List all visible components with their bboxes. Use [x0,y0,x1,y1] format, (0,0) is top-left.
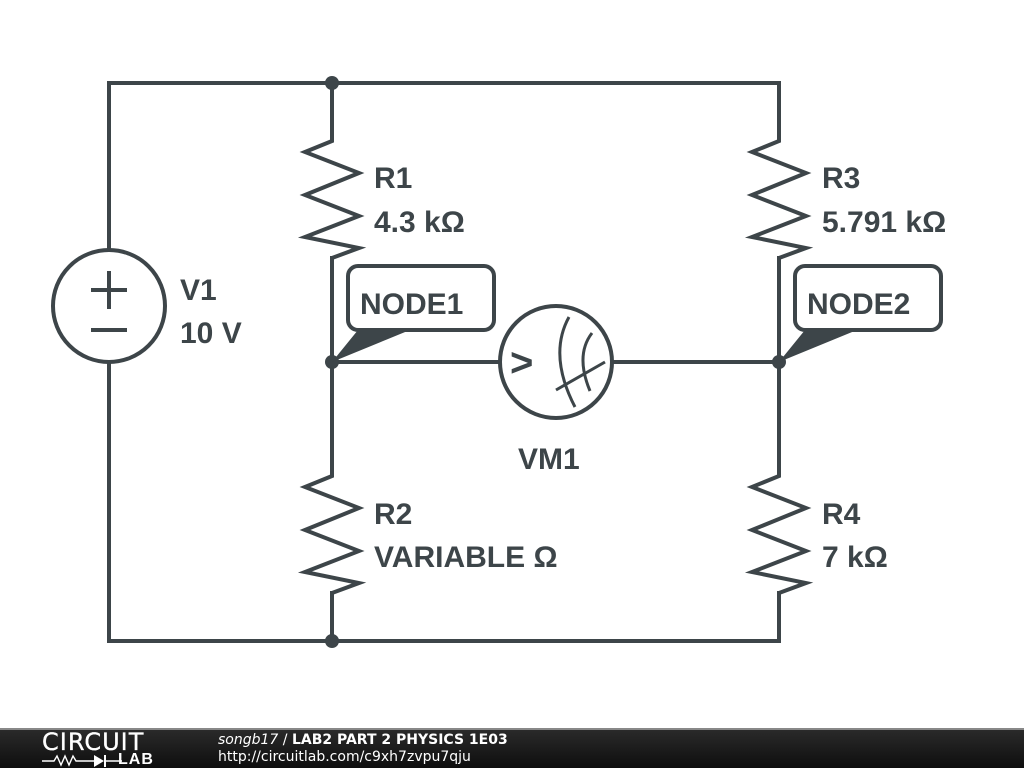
voltage-source-circle [51,248,167,364]
node2-tag-pointer [779,330,857,362]
voltmeter-circle [498,304,614,420]
node-label-node1[interactable]: NODE1 [332,264,496,362]
node1-label-text: NODE1 [360,288,463,321]
node1-tag-pointer [332,330,410,362]
r3-value-label: 5.791 kΩ [822,206,946,239]
footer-info: songb17 / LAB2 PART 2 PHYSICS 1E03 http:… [218,732,508,766]
junction-dot-bottom [325,634,339,648]
resistor-r4[interactable]: R4 7 kΩ [744,466,888,595]
logo-text-circuit: CIRCUIT [42,728,145,756]
r2-name-label: R2 [374,498,412,531]
footer-circuit-title: LAB2 PART 2 PHYSICS 1E03 [291,732,508,748]
voltmeter-scale-arc-2 [581,332,594,392]
footer-bar: CIRCUIT LAB songb17 / LAB2 PART 2 PHYSIC… [0,728,1024,768]
voltmeter-arrow-icon: > [510,341,533,385]
r1-value-label: 4.3 kΩ [374,206,465,239]
vm1-name-label: VM1 [518,443,580,476]
voltage-source-v1[interactable]: V1 10 V [51,248,242,364]
r3-name-label: R3 [822,162,860,195]
footer-url[interactable]: http://circuitlab.com/c9xh7zvpu7qju [218,749,471,765]
resistor-r1-zigzag [297,131,367,260]
node2-label-text: NODE2 [807,288,910,321]
r2-value-label: VARIABLE Ω [374,541,558,574]
logo-text-lab: LAB [118,751,154,768]
r1-name-label: R1 [374,162,412,195]
r4-value-label: 7 kΩ [822,541,888,574]
footer-title-line: songb17 / LAB2 PART 2 PHYSICS 1E03 [218,732,508,749]
v1-name-label: V1 [180,274,217,307]
resistor-diode-icon [42,754,122,767]
voltmeter-scale-arc-1 [558,316,577,408]
circuitlab-logo[interactable]: CIRCUIT LAB [40,728,180,769]
node1-tag-box [346,264,496,332]
resistor-r3-zigzag [744,131,814,260]
wire-top [107,81,781,252]
resistor-r1[interactable]: R1 4.3 kΩ [297,131,465,260]
resistor-r2-zigzag [297,466,367,595]
voltmeter-vm1[interactable]: > VM1 [498,304,614,476]
footer-separator: / [278,732,292,748]
node-label-node2[interactable]: NODE2 [779,264,943,362]
resistor-r4-zigzag [744,466,814,595]
r4-name-label: R4 [822,498,861,531]
circuit-schematic: V1 10 V R1 4.3 kΩ R2 VARIABLE Ω R3 5.791… [51,76,946,648]
wire-bottom [107,360,781,643]
resistor-r3[interactable]: R3 5.791 kΩ [744,131,946,260]
voltmeter-needle [555,360,606,392]
node2-tag-box [793,264,943,332]
v1-value-label: 10 V [180,317,242,350]
resistor-r2[interactable]: R2 VARIABLE Ω [297,466,558,595]
junction-dot-top [325,76,339,90]
footer-username[interactable]: songb17 [218,732,279,748]
